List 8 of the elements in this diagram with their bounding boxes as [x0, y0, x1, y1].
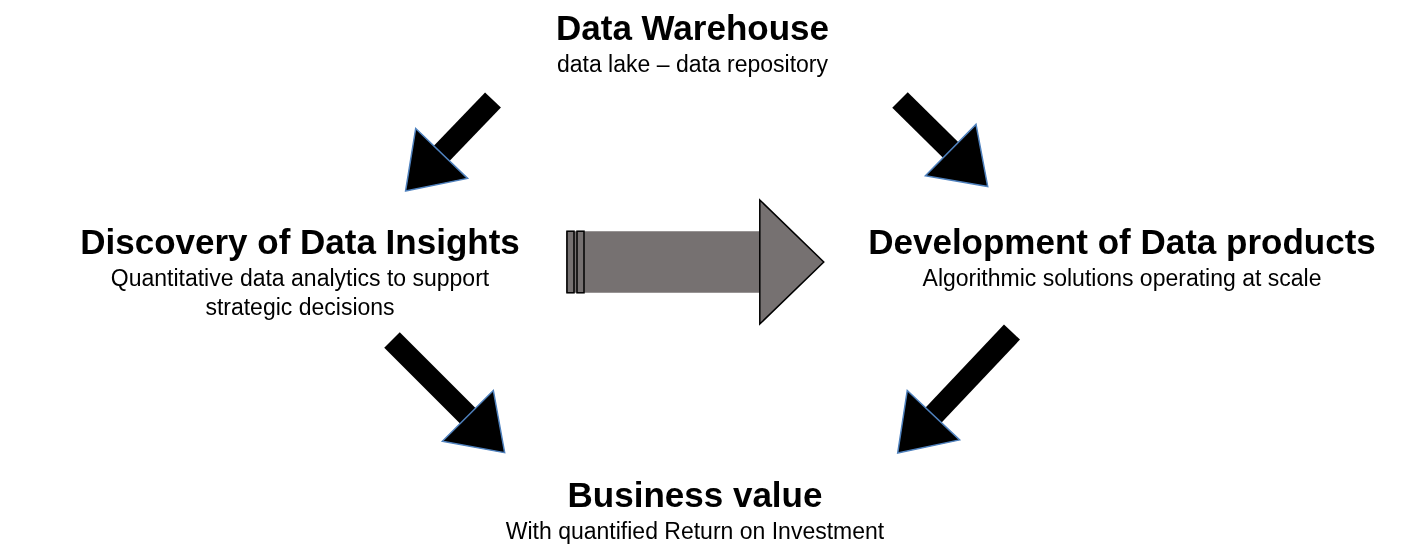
node-subtitle: With quantified Return on Investment — [505, 517, 885, 546]
node-subtitle: Algorithmic solutions operating at scale — [922, 264, 1322, 293]
node-subtitle: Quantitative data analytics to support strategic decisions — [109, 264, 491, 322]
node-title: Data Warehouse — [556, 7, 829, 49]
node-title: Business value — [567, 474, 823, 516]
node-title: Development of Data products — [868, 221, 1376, 263]
node-subtitle: data lake – data repository — [556, 50, 829, 79]
node-title: Discovery of Data Insights — [80, 221, 520, 263]
